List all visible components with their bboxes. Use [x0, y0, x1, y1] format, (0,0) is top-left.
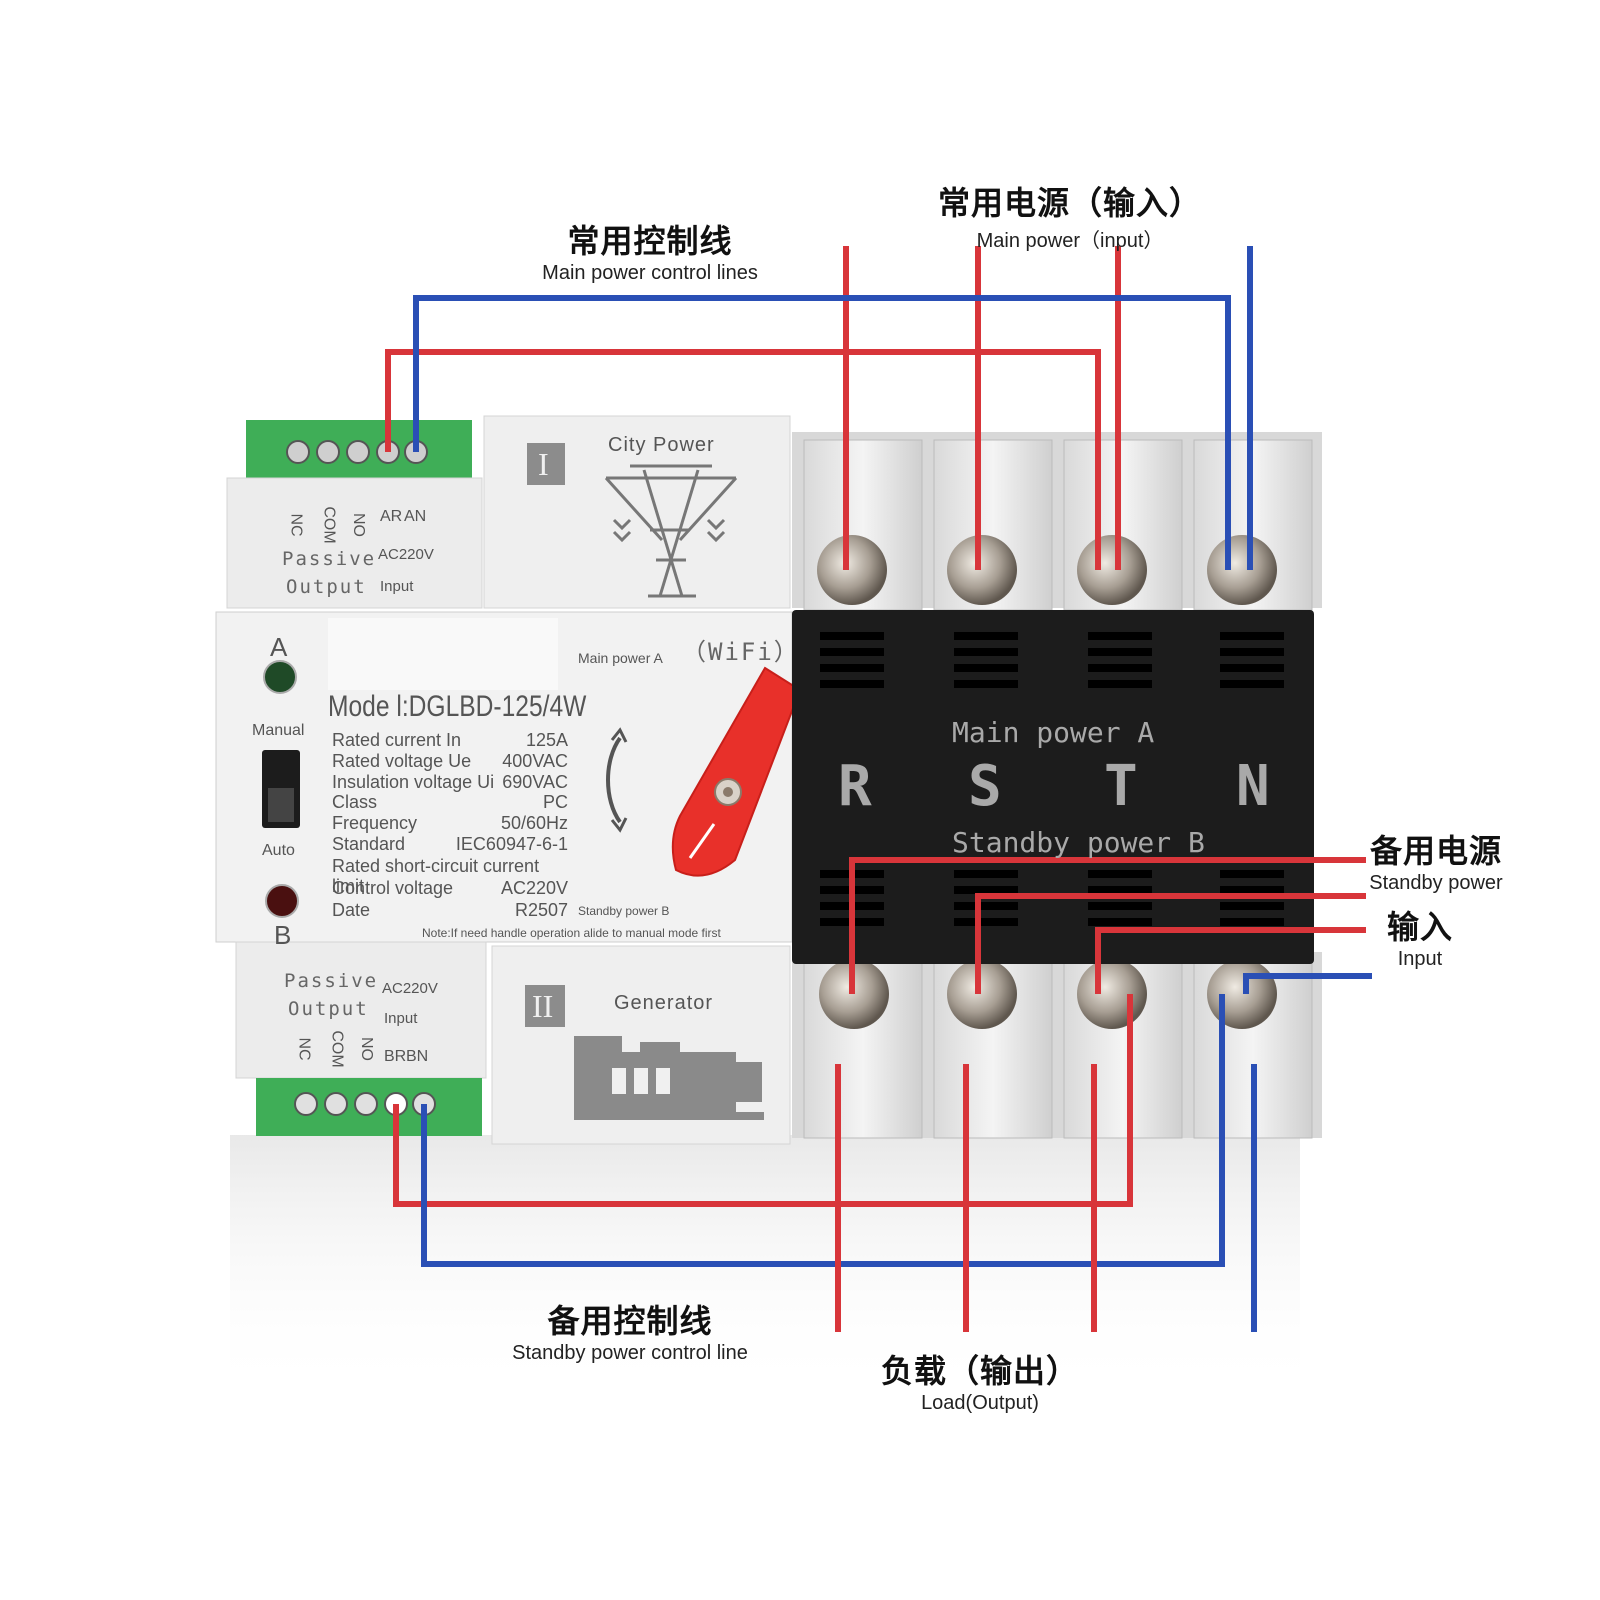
label-plate [328, 618, 558, 690]
bottom-control-module [235, 941, 791, 1145]
spec-label: Control voltage [332, 878, 454, 898]
spec-value: 125A [525, 730, 568, 750]
spec-row: Frequency 50/60Hz [332, 813, 568, 833]
main-control-wires [385, 295, 1231, 570]
callout-standby-control-en: Standby power control line [512, 1342, 748, 1364]
standby-power-wires [849, 857, 1372, 994]
spec-label: Rated voltage Ue [332, 751, 472, 771]
spec-value: 50/60Hz [500, 813, 568, 833]
callout-input-en: Input [1397, 948, 1443, 970]
top-passive-label: Passive [282, 548, 377, 570]
spec-row: Standard IEC60947-6-1 [332, 834, 568, 854]
spec-label: Insulation voltage Ui [332, 772, 495, 792]
spec-row: Rated voltage Ue 400VAC [332, 751, 568, 771]
wifi-label: （WiFi） [682, 638, 800, 666]
bottom-roman-numeral: II [532, 988, 554, 1024]
callout-standby-control-zh: 备用控制线 [547, 1302, 713, 1340]
phase-r: R [838, 754, 872, 819]
callout-input: 输入 Input [1370, 902, 1470, 971]
load-output-wires [835, 1064, 1257, 1332]
top-terminal-ar: AR [380, 508, 403, 525]
top-output-label: Output [286, 576, 367, 598]
handle-note: Note:If need handle operation alide to m… [422, 926, 721, 940]
standby-power-b-label: Standby power B [578, 904, 670, 918]
spec-value: 690VAC [502, 772, 568, 792]
spec-label: Rated current In [332, 730, 462, 750]
label-b: B [274, 920, 292, 950]
spec-value: PC [542, 792, 568, 812]
model-label: Mode l:DGLBD-125/4W [328, 690, 587, 723]
top-voltage-label: AC220V [378, 546, 434, 563]
callout-main-control: 常用控制线 Main power control lines [520, 216, 780, 285]
generator-label: Generator [614, 992, 714, 1014]
callout-input-zh: 输入 [1386, 908, 1453, 946]
bottom-voltage-label: AC220V [382, 980, 438, 997]
manual-auto-switch[interactable] [262, 750, 300, 828]
bottom-terminal-com: COM [328, 1030, 346, 1068]
spec-row: Rated current In 125A [332, 730, 568, 750]
callout-main-power-en: Main power（input） [976, 230, 1164, 252]
spec-label: Date [332, 900, 371, 920]
bottom-terminal-no: NO [358, 1037, 375, 1061]
spec-value: R2507 [514, 900, 568, 920]
bottom-passive-label: Passive [284, 970, 379, 992]
main-power-a-label: Main power A [578, 650, 663, 666]
operating-handle[interactable] [671, 666, 802, 877]
top-terminal-no: NO [350, 513, 367, 537]
top-terminal-an: AN [404, 508, 427, 525]
spec-row: Date R2507 [332, 900, 568, 920]
top-terminal-nc: NC [287, 513, 305, 537]
top-terminal-com: COM [320, 506, 338, 544]
phase-t: T [1104, 754, 1138, 819]
standby-control-wires [393, 994, 1225, 1267]
power-tower-icon [604, 464, 738, 598]
phase-n: N [1236, 754, 1270, 819]
spec-row: Class PC [332, 792, 568, 812]
phase-s: S [968, 754, 1002, 819]
callout-load: 负载（输出） Load(Output) [860, 1346, 1100, 1415]
spec-value: IEC60947-6-1 [455, 834, 568, 854]
callout-load-zh: 负载（输出） [880, 1352, 1079, 1390]
bottom-input-label: Input [384, 1010, 418, 1027]
led-b [265, 884, 299, 918]
callout-standby-power-zh: 备用电源 [1369, 832, 1502, 870]
callout-main-control-en: Main power control lines [542, 262, 758, 284]
spec-value: 400VAC [502, 751, 568, 771]
callout-main-power-zh: 常用电源（输入） [937, 184, 1202, 222]
city-power-label: City Power [608, 434, 715, 456]
housing-main-power: Main power A [952, 716, 1155, 749]
manual-label: Manual [252, 722, 305, 739]
callout-main-control-zh: 常用控制线 [567, 222, 733, 260]
rotate-arrow-icon [606, 736, 622, 824]
bottom-output-label: Output [288, 998, 369, 1020]
top-roman-numeral: I [538, 446, 549, 482]
auto-label: Auto [262, 842, 295, 859]
spec-value: AC220V [500, 878, 568, 898]
bottom-terminal-br: BR [384, 1048, 407, 1065]
label-a: A [270, 632, 288, 662]
spec-label: Rated short-circuit current limit [332, 856, 540, 896]
top-input-label: Input [380, 578, 414, 595]
callout-main-power: 常用电源（输入） Main power（input） [920, 178, 1220, 253]
spec-label: Class [332, 792, 378, 812]
bottom-terminal-nc: NC [295, 1037, 313, 1061]
led-a [263, 660, 297, 694]
callout-standby-control: 备用控制线 Standby power control line [480, 1296, 780, 1365]
bottom-terminal-bn: BN [406, 1048, 429, 1065]
spec-row: Control voltage AC220V [332, 878, 568, 898]
spec-label: Standard [332, 834, 406, 854]
callout-load-en: Load(Output) [921, 1392, 1039, 1414]
spec-label: Frequency [332, 813, 418, 833]
housing-standby-power: Standby power B [952, 826, 1205, 859]
callout-standby-power-en: Standby power [1369, 872, 1503, 894]
spec-row: Insulation voltage Ui 690VAC [332, 772, 568, 792]
generator-icon [574, 1036, 764, 1120]
spec-row: Rated short-circuit current limit [332, 856, 568, 896]
callout-standby-power: 备用电源 Standby power [1356, 826, 1516, 895]
